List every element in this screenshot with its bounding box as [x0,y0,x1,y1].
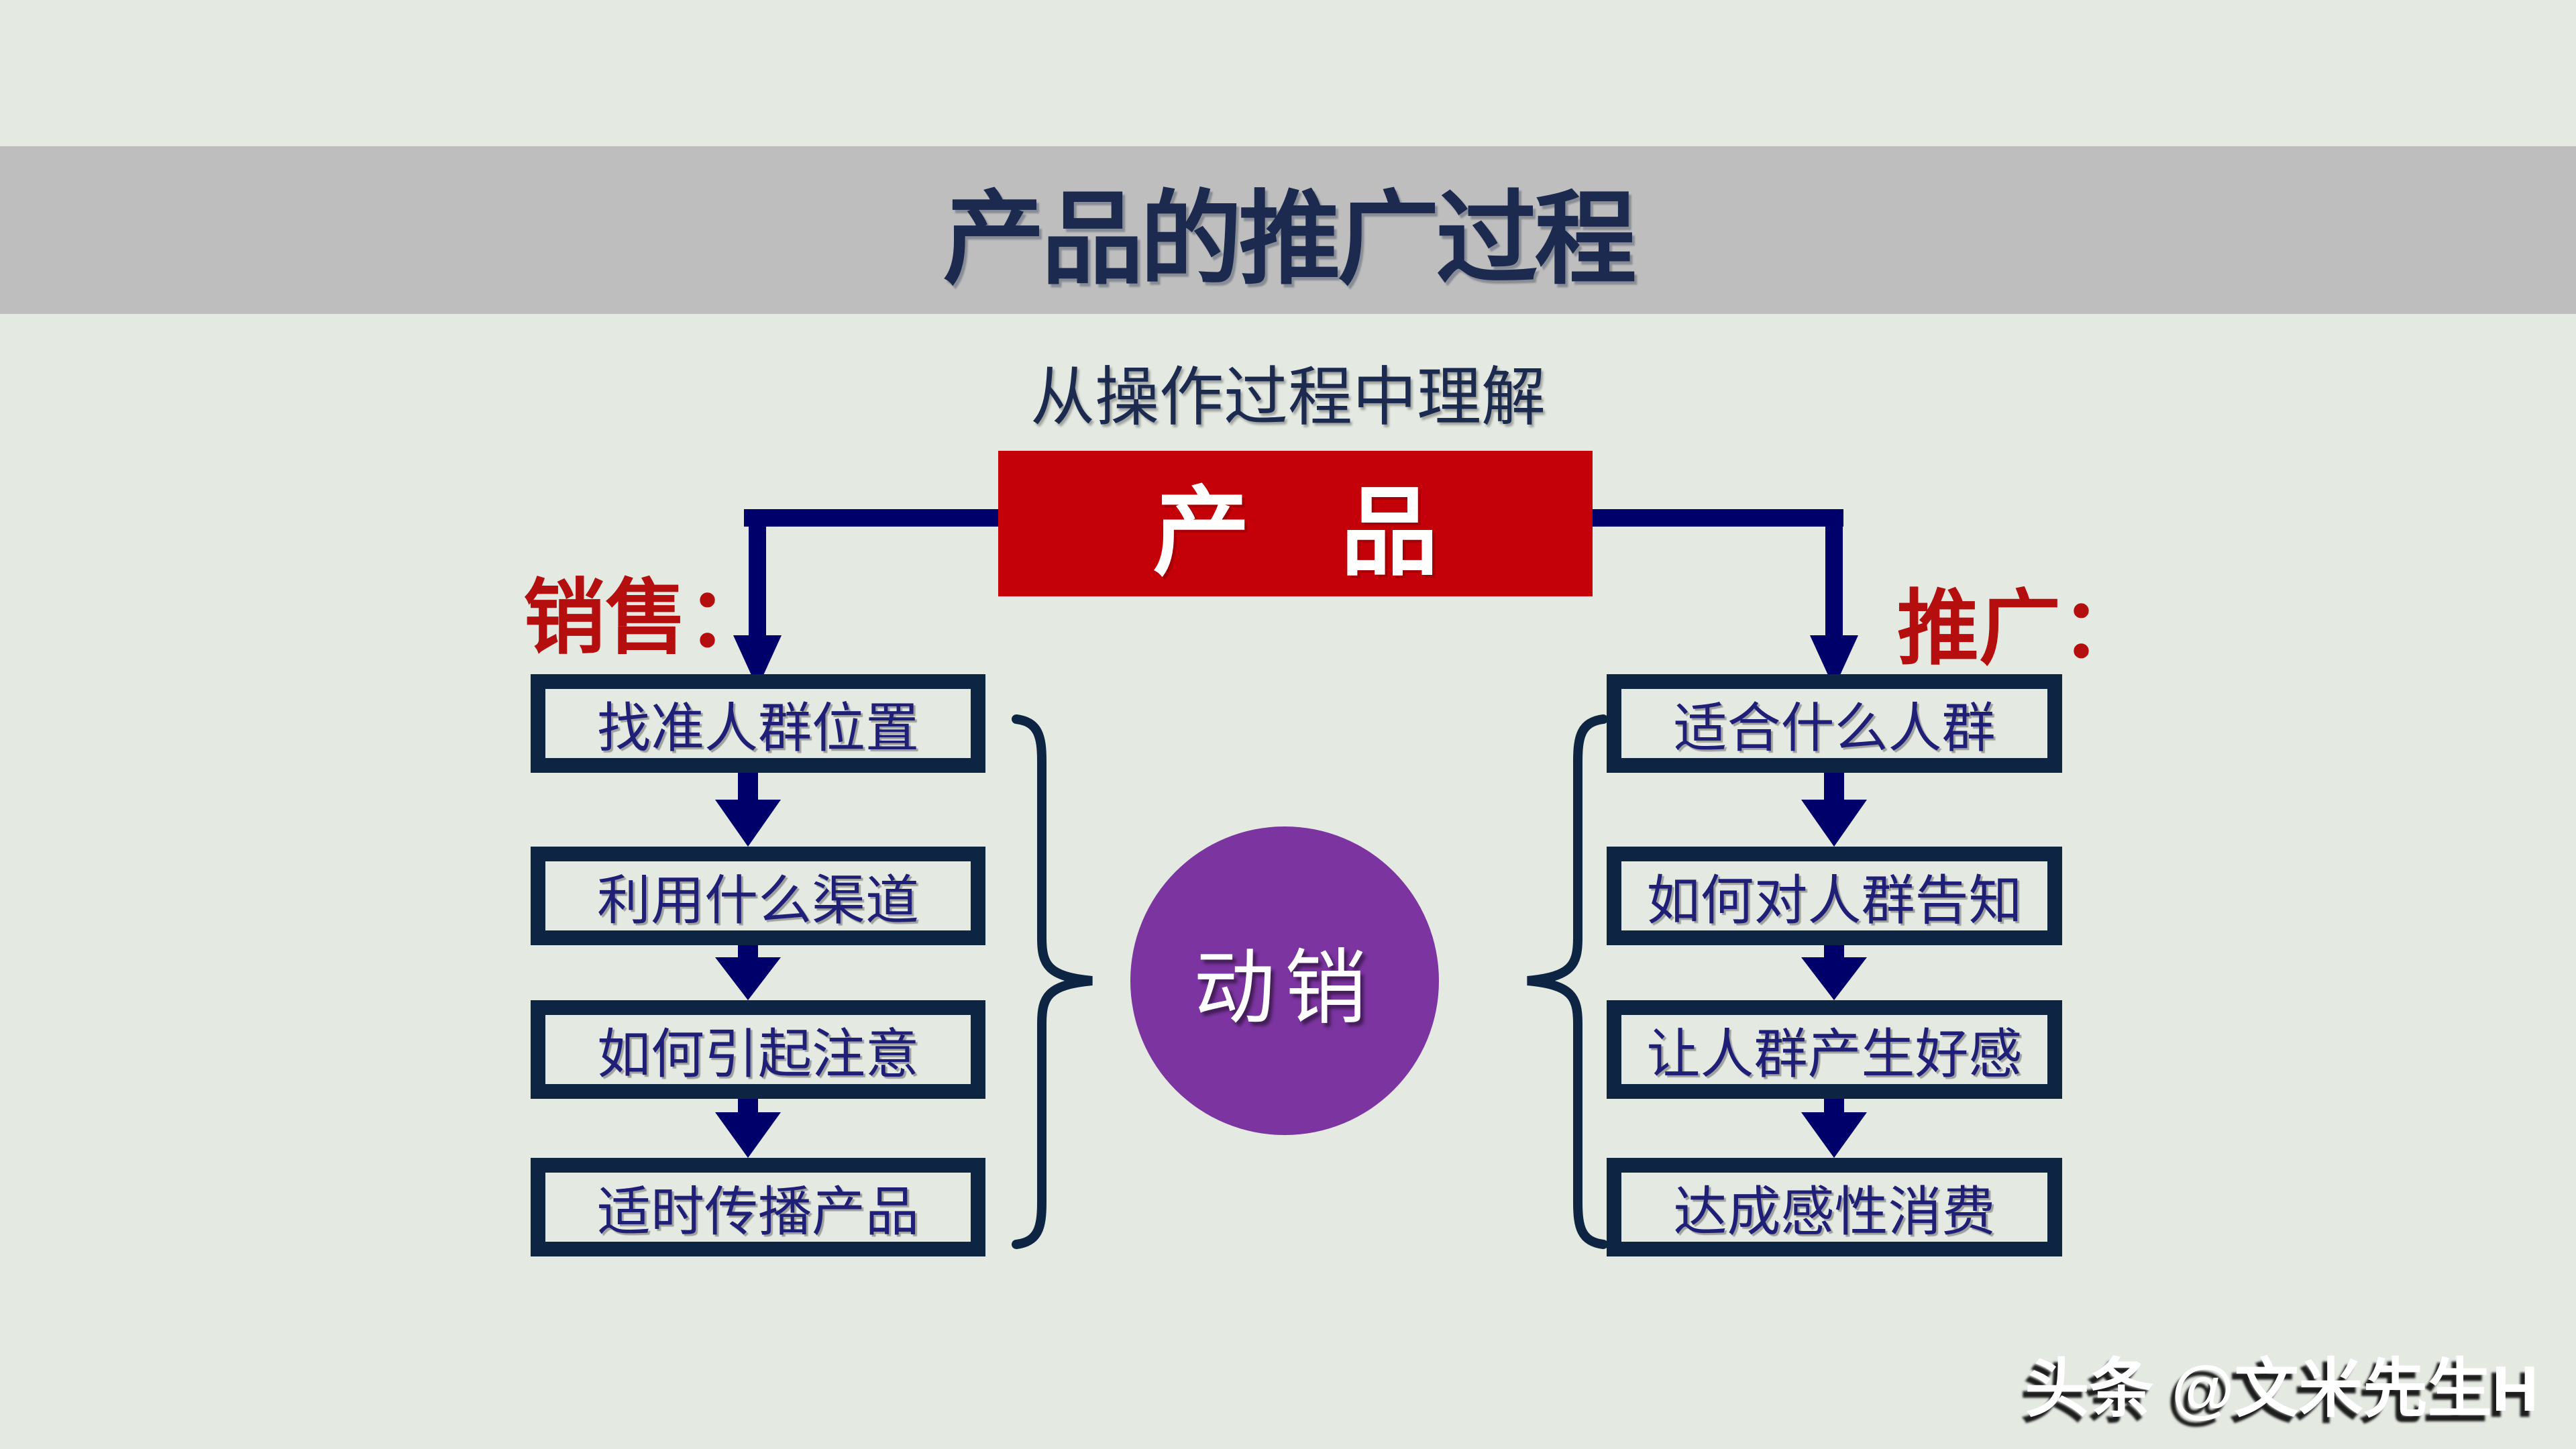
right-brace [1527,714,1608,1249]
promotion-step-box: 适合什么人群 [1607,674,2062,773]
dynamic-sales-label: 动销 [1193,940,1376,1036]
right-column-arrows [1801,773,1867,1158]
promotion-step-box: 如何对人群告知 [1607,847,2062,945]
sales-step-box: 找准人群位置 [531,674,985,773]
sales-step-box: 如何引起注意 [531,1000,985,1099]
sales-step-label: 如何引起注意 [597,1022,919,1085]
dynamic-sales-circle: 动销 [1130,826,1439,1135]
down-arrow-icon [1801,945,1867,1000]
product-box-label: 产 品 [1152,478,1438,587]
down-arrow-icon [715,773,781,847]
down-arrow-icon [715,1099,781,1158]
down-arrow-icon [1801,1099,1867,1158]
promotion-step-box: 达成感性消费 [1607,1158,2062,1256]
promotion-step-label: 适合什么人群 [1673,696,1996,759]
sales-step-box: 适时传播产品 [531,1158,985,1256]
sales-step-label: 适时传播产品 [597,1180,919,1243]
left-column-arrows [715,773,781,1158]
down-arrow-icon [715,945,781,1000]
title-banner: 产品的推广过程 [0,146,2576,314]
subtitle: 从操作过程中理解 [1030,360,1546,435]
down-arrow-icon [733,635,782,688]
down-arrow-icon [1801,773,1867,847]
sales-step-box: 利用什么渠道 [531,847,985,945]
promotion-step-box: 让人群产生好感 [1607,1000,2062,1099]
down-arrow-icon [1810,635,1858,688]
promotion-step-label: 如何对人群告知 [1646,869,2023,932]
promotion-label: 推广： [1897,580,2143,676]
promotion-step-label: 达成感性消费 [1673,1180,1996,1243]
sales-label: 销售： [523,569,769,665]
product-box: 产 品 [998,451,1593,596]
right-elbow-connector [1593,509,1858,688]
page-title: 产品的推广过程 [943,182,1637,297]
promotion-step-label: 让人群产生好感 [1646,1022,2023,1085]
sales-step-label: 利用什么渠道 [597,869,919,932]
watermark: 头条 @文米先生H [2025,1353,2538,1425]
sales-step-label: 找准人群位置 [597,696,919,759]
left-brace [1012,714,1093,1249]
left-elbow-connector [733,509,998,688]
